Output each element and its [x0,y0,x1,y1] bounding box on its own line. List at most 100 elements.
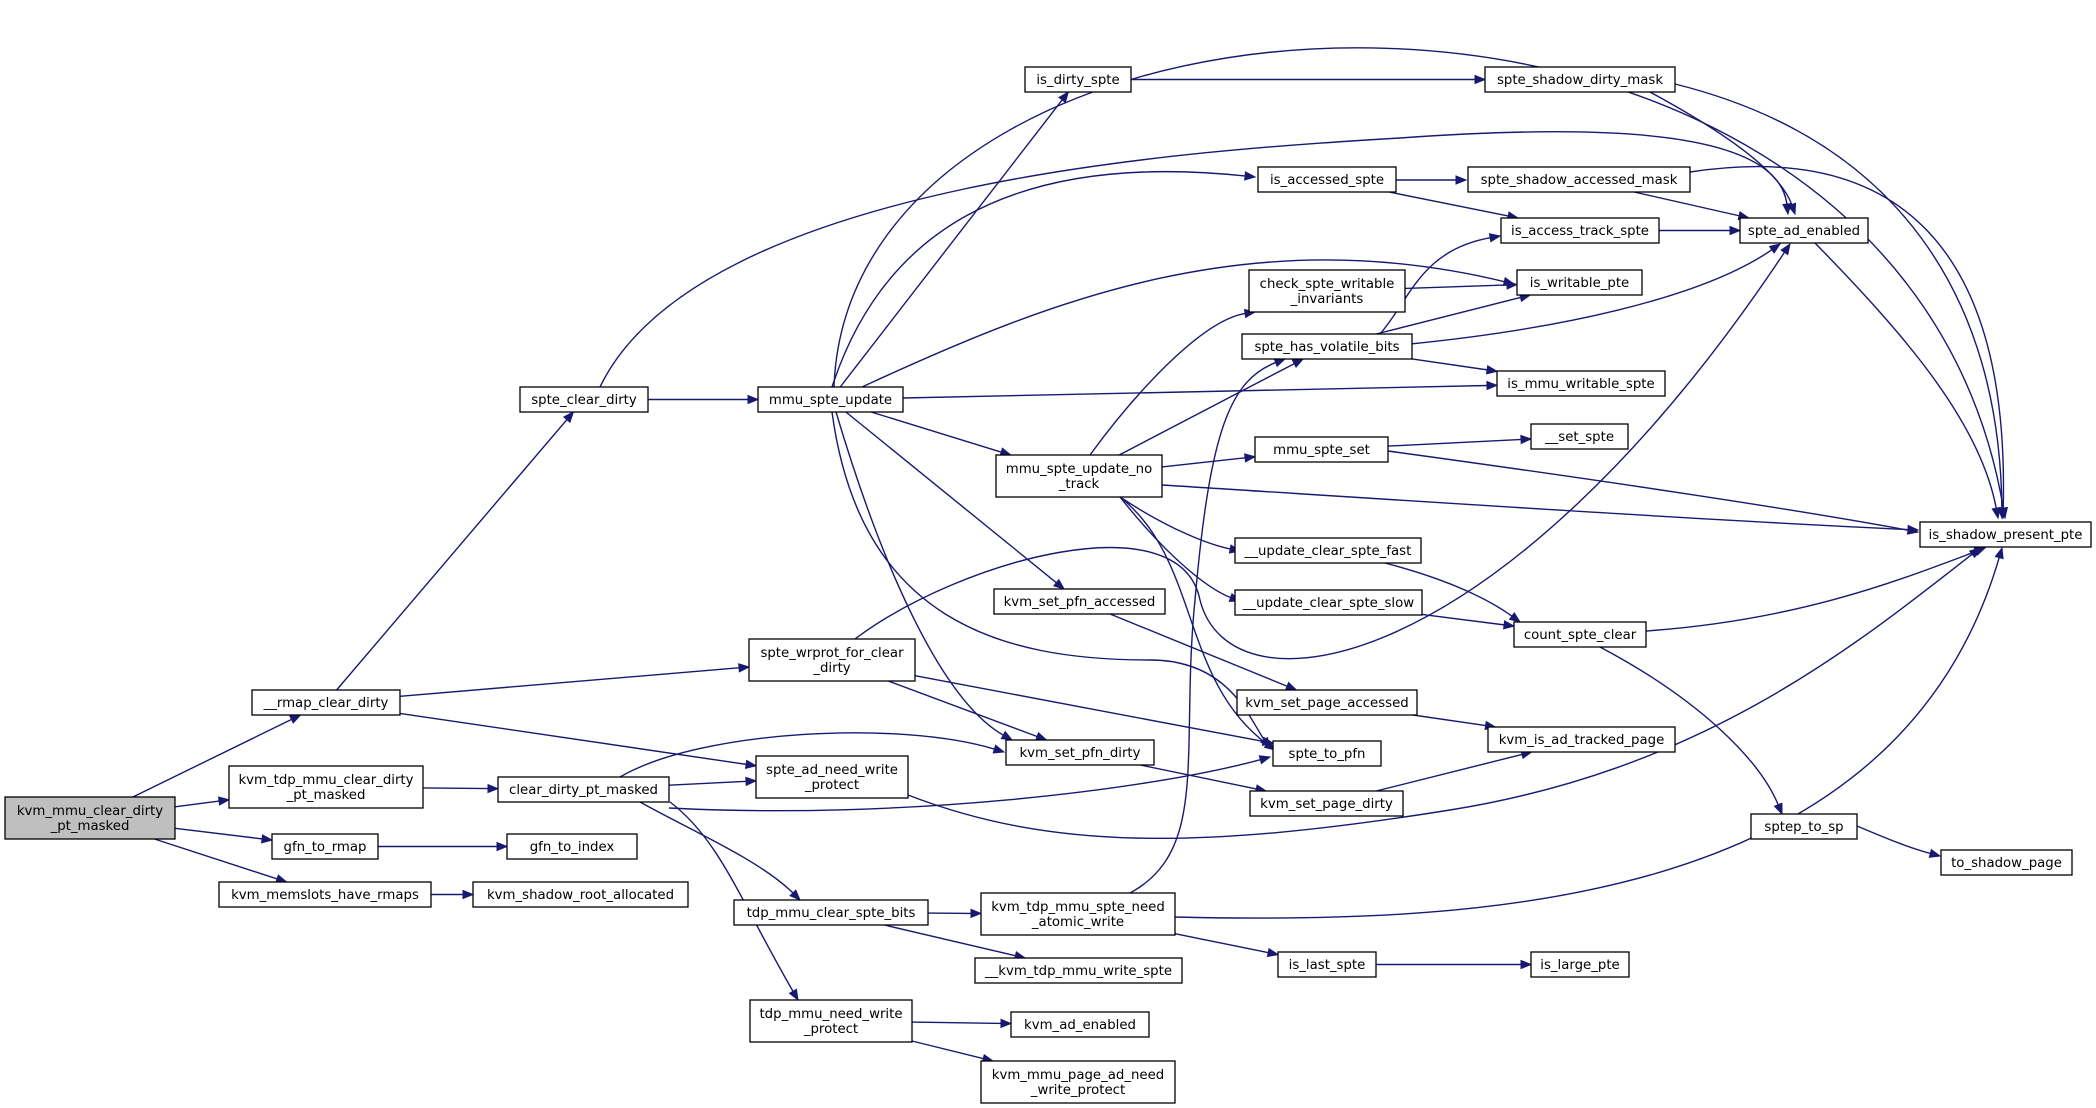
node-kvm-tdp-mmu-write-spte[interactable]: __kvm_tdp_mmu_write_spte [974,957,1183,984]
node-kvm-mmu-clear-dirty-pt-masked[interactable]: kvm_mmu_clear_dirty_pt_masked [4,796,176,840]
node-box [251,689,401,716]
node-set-spte[interactable]: __set_spte [1530,423,1629,450]
edge-line [1379,236,1492,335]
node-tdp-mmu-clear-spte-bits[interactable]: tdp_mmu_clear_spte_bits [733,899,929,926]
node-clear-dirty-pt-masked[interactable]: clear_dirty_pt_masked [497,776,670,803]
node-is-mmu-writable-spte[interactable]: is_mmu_writable_spte [1496,370,1666,397]
edge-kvm-tdp-mmu-clear-dirty-pt-masked-to-clear-dirty-pt-masked [422,783,500,794]
arrowhead [1906,525,1920,535]
edge-line [1689,165,2005,510]
node-check-spte-writable-invariants[interactable]: check_spte_writable_invariants [1248,269,1406,313]
edge-spte-wrprot-for-clear-dirty-to-kvm-set-pfn-dirty [888,680,1048,741]
edge-line [1387,438,1523,447]
node-box [1241,333,1413,360]
node-spte-has-volatile-bits[interactable]: spte_has_volatile_bits [1241,333,1413,360]
node-is-dirty-spte[interactable]: is_dirty_spte [1024,66,1132,93]
edge-line [1118,362,1296,456]
node-update-clear-spte-fast[interactable]: __update_clear_spte_fast [1234,537,1422,564]
node-kvm-is-ad-tracked-page[interactable]: kvm_is_ad_tracked_page [1487,726,1676,753]
arrowhead [1058,90,1070,104]
node-label: spte_shadow_accessed_mask [1481,173,1678,188]
edge-line [1161,484,1910,531]
node-kvm-tdp-mmu-spte-need-atomic-write[interactable]: kvm_tdp_mmu_spte_need_atomic_write [980,892,1176,936]
node-label: kvm_set_page_dirty [1260,797,1393,812]
node-kvm-memslots-have-rmaps[interactable]: kvm_memslots_have_rmaps [218,881,432,908]
arrowhead [1506,280,1519,290]
edge-spte-clear-dirty-to-mmu-spte-update [648,394,760,405]
node-sptep-to-sp[interactable]: sptep_to_sp [1750,813,1858,840]
edge-clear-dirty-pt-masked-to-spte-ad-need-write-protect [668,776,758,787]
arrowhead [1773,802,1783,816]
node-label: _track [1058,477,1100,492]
node-kvm-mmu-page-ad-need-write-protect[interactable]: kvm_mmu_page_ad_need_write_protect [980,1060,1176,1104]
edge-spte-has-volatile-bits-to-is-access-track-spte [1379,233,1502,335]
node-box [1750,813,1858,840]
node-label: spte_shadow_dirty_mask [1497,73,1663,88]
edge-kvm-tdp-mmu-spte-need-atomic-write-to-is-shadow-present-pte [1174,546,2004,919]
node-is-access-track-spte[interactable]: is_access_track_spte [1500,217,1660,244]
node-box [1272,740,1382,767]
node-spte-wrprot-for-clear-dirty[interactable]: spte_wrprot_for_clear_dirty [748,638,916,682]
edge-check-spte-writable-invariants-to-is-writable-pte [1404,280,1519,290]
node-box [1010,1011,1150,1038]
node-box [228,765,424,809]
node-rmap-clear-dirty[interactable]: __rmap_clear_dirty [251,689,401,716]
node-count-spte-clear[interactable]: count_spte_clear [1513,621,1647,648]
node-update-clear-spte-slow[interactable]: __update_clear_spte_slow [1234,589,1423,616]
node-kvm-tdp-mmu-clear-dirty-pt-masked[interactable]: kvm_tdp_mmu_clear_dirty_pt_masked [228,765,424,809]
edge-line [1376,296,1522,335]
arrowhead [1520,959,1533,970]
node-spte-ad-need-write-protect[interactable]: spte_ad_need_write_protect [755,755,909,799]
node-box [497,776,670,803]
node-label: kvm_memslots_have_rmaps [231,888,419,903]
node-label: mmu_spte_update_no [1006,462,1152,477]
node-spte-to-pfn[interactable]: spte_to_pfn [1272,740,1382,767]
node-box [4,796,176,840]
node-is-accessed-spte[interactable]: is_accessed_spte [1257,166,1397,193]
node-label: is_large_pte [1540,958,1619,973]
node-label: kvm_set_pfn_dirty [1019,746,1140,761]
edge-sptep-to-sp-to-to-shadow-page [1856,825,1942,858]
node-kvm-set-page-dirty[interactable]: kvm_set_page_dirty [1249,790,1404,817]
node-spte-shadow-dirty-mask[interactable]: spte_shadow_dirty_mask [1484,66,1676,93]
edge-line [1089,312,1247,456]
edge-line [1409,248,1774,345]
node-kvm-set-pfn-dirty[interactable]: kvm_set_pfn_dirty [1005,739,1155,766]
node-mmu-spte-set[interactable]: mmu_spte_set [1254,436,1389,463]
node-spte-clear-dirty[interactable]: spte_clear_dirty [519,386,649,413]
node-gfn-to-index[interactable]: gfn_to_index [506,833,638,860]
node-kvm-set-pfn-accessed[interactable]: kvm_set_pfn_accessed [993,588,1166,615]
edge-line [1140,764,1258,790]
node-kvm-set-page-accessed[interactable]: kvm_set_page_accessed [1236,689,1418,716]
node-spte-shadow-accessed-mask[interactable]: spte_shadow_accessed_mask [1467,166,1691,193]
node-label: spte_has_volatile_bits [1254,340,1399,355]
node-mmu-spte-update[interactable]: mmu_spte_update [757,386,904,413]
node-mmu-spte-update-no-track[interactable]: mmu_spte_update_no_track [995,454,1163,498]
node-label: _pt_masked [50,819,130,834]
edge-kvm-set-page-accessed-to-kvm-is-ad-tracked-page [1412,714,1497,731]
node-label: _invariants [1290,292,1364,307]
edge-update-clear-spte-fast-to-count-spte-clear [1384,562,1522,623]
node-spte-ad-enabled[interactable]: spte_ad_enabled [1739,217,1869,244]
node-box [1024,66,1132,93]
node-to-shadow-page[interactable]: to_shadow_page [1940,849,2073,876]
arrowhead [288,714,302,724]
arrowhead [1485,365,1499,375]
node-label: is_access_track_spte [1511,224,1649,239]
node-label: is_accessed_spte [1270,173,1384,188]
node-tdp-mmu-need-write-protect[interactable]: tdp_mmu_need_write_protect [749,999,913,1043]
node-box [980,892,1176,936]
edge-rmap-clear-dirty-to-spte-wrprot-for-clear-dirty [399,663,751,697]
arrowhead [992,744,1006,754]
node-gfn-to-rmap[interactable]: gfn_to_rmap [271,833,379,860]
node-label: kvm_set_pfn_accessed [1004,595,1156,610]
node-is-large-pte[interactable]: is_large_pte [1530,951,1630,978]
edge-update-clear-spte-slow-to-count-spte-clear [1421,613,1516,630]
node-kvm-shadow-root-allocated[interactable]: kvm_shadow_root_allocated [472,881,689,908]
node-is-shadow-present-pte[interactable]: is_shadow_present_pte [1919,521,2092,548]
node-is-last-spte[interactable]: is_last_spte [1277,951,1377,978]
edge-line [911,1040,985,1060]
arrowhead [1998,507,2009,520]
node-kvm-ad-enabled[interactable]: kvm_ad_enabled [1010,1011,1150,1038]
node-is-writable-pte[interactable]: is_writable_pte [1516,269,1643,296]
